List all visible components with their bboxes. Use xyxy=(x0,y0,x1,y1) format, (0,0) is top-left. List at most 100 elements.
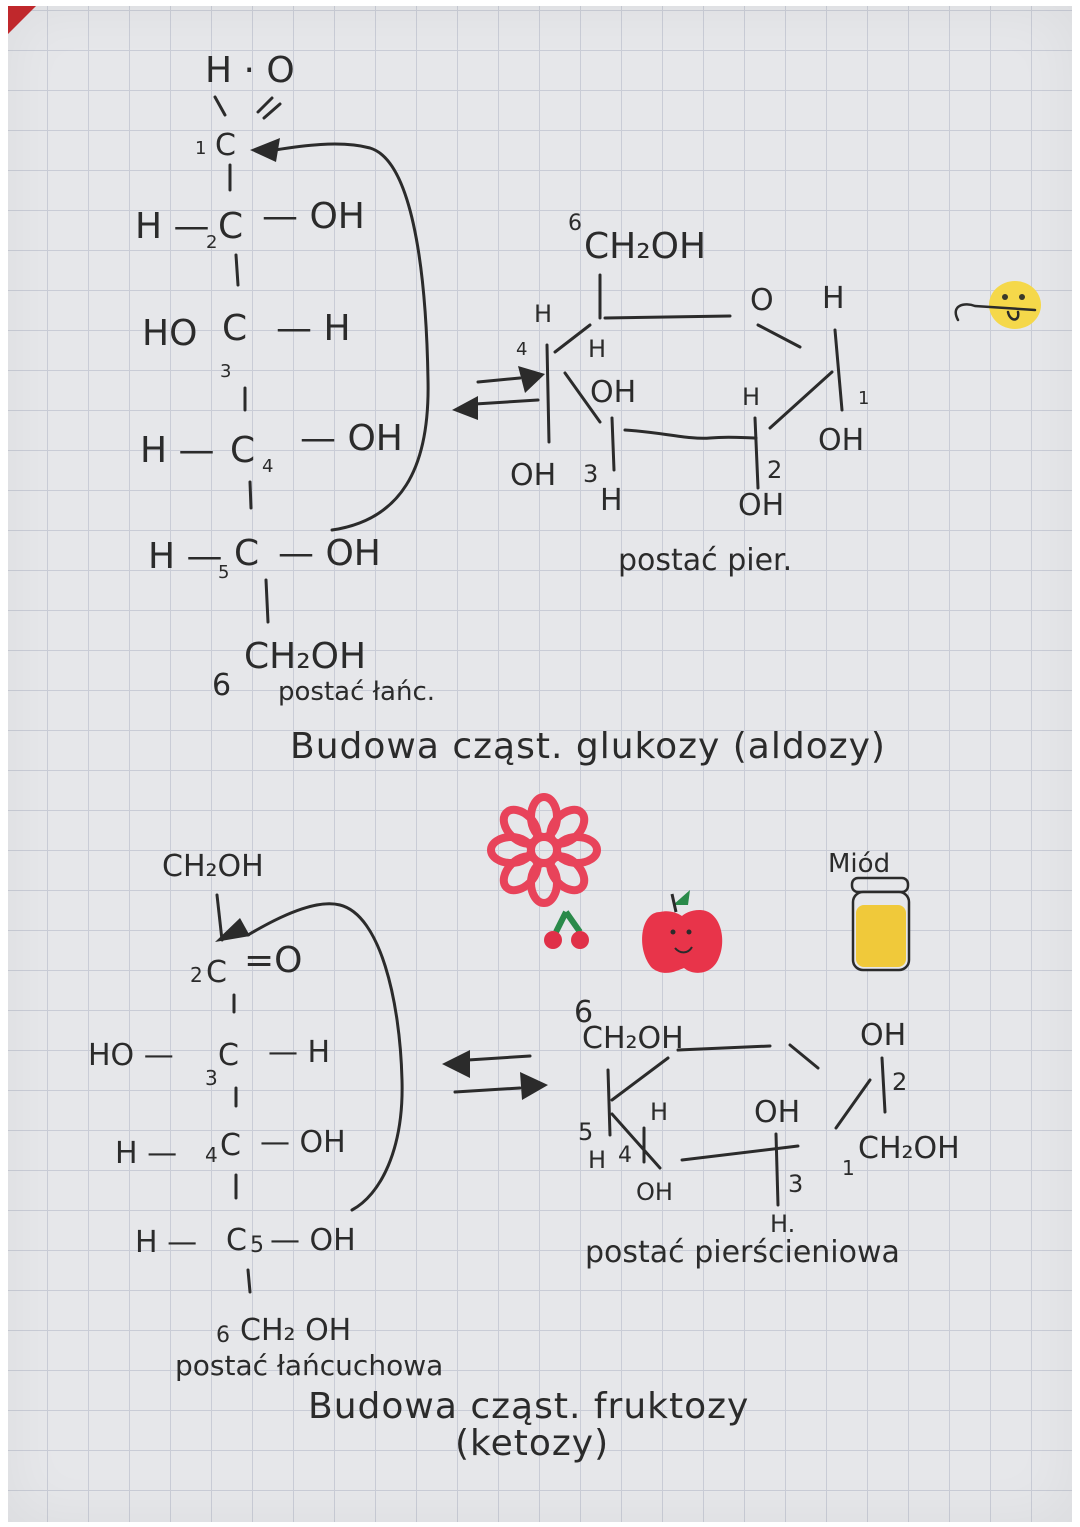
red-corner-accent xyxy=(8,6,36,34)
forward-arrow-shaft xyxy=(453,1086,522,1094)
glucose-c5-num: 5 xyxy=(218,562,229,583)
glucose-c2-left: H — xyxy=(135,206,210,247)
glucose-c4-left: H — xyxy=(140,430,215,471)
ring-bond xyxy=(680,1144,800,1162)
fructose-c5: C xyxy=(226,1223,247,1258)
glucose-c4-right: — OH xyxy=(300,418,403,459)
bond xyxy=(264,578,270,624)
double-bond xyxy=(262,102,282,120)
reverse-arrow-icon xyxy=(452,396,478,420)
fructose-equilibrium-arrows xyxy=(442,1050,548,1100)
cherry-icon xyxy=(571,931,589,949)
fructose-ring-c3-num: 3 xyxy=(788,1170,803,1198)
bond xyxy=(246,1268,252,1294)
glucose-c5-right: — OH xyxy=(278,533,381,574)
glucose-ring-c5-h: H xyxy=(588,335,606,363)
glucose-c3: C xyxy=(222,308,247,349)
fructose-c3: C xyxy=(218,1038,239,1073)
glucose-c1-num: 1 xyxy=(195,138,206,159)
bond xyxy=(610,416,616,472)
cherries-doodle xyxy=(544,910,589,949)
ring-closure-curved-arrow xyxy=(246,902,404,1212)
bond xyxy=(215,893,224,942)
glucose-c2-right: — OH xyxy=(262,196,365,237)
fructose-ring-c5-num: 5 xyxy=(578,1118,593,1146)
glucose-ring-c1-h: H xyxy=(822,281,845,316)
ring-bond xyxy=(563,371,602,424)
ring-bond xyxy=(756,323,802,349)
fructose-ring-c3-oh: OH xyxy=(754,1095,800,1130)
glucose-ring-c3-num: 3 xyxy=(583,460,598,488)
fructose-c3-right: — H xyxy=(268,1035,330,1070)
fructose-c5-left: H — xyxy=(135,1225,197,1260)
smiley-pipe-icon xyxy=(954,303,1037,322)
glucose-ring-c1-oh: OH xyxy=(818,423,864,458)
fructose-c5-num: 5 xyxy=(250,1233,264,1258)
glucose-c3-num: 3 xyxy=(220,361,231,382)
apple-eye-icon xyxy=(670,929,676,935)
bond xyxy=(213,95,227,117)
glucose-ring-c6: CH₂OH xyxy=(584,226,706,267)
fructose-ring-c4-top-h: H xyxy=(650,1098,668,1126)
bond xyxy=(833,328,844,412)
bond xyxy=(774,1132,780,1207)
fructose-c3-num: 3 xyxy=(205,1066,218,1090)
glucose-ring-c2-h: H xyxy=(742,383,760,411)
bond xyxy=(880,1056,887,1114)
arrowhead-icon xyxy=(250,138,280,162)
fructose-c4-right: — OH xyxy=(260,1125,346,1160)
apple-doodle xyxy=(642,890,723,973)
glucose-ring-c2-num: 2 xyxy=(767,456,782,484)
bond xyxy=(606,1068,612,1137)
glucose-c3-left: HO xyxy=(142,313,197,354)
fructose-ring-c1-num: 1 xyxy=(842,1156,855,1180)
glucose-ring-c3-h: H xyxy=(600,483,623,518)
smiley-eye-icon xyxy=(1002,294,1008,300)
ring-bond xyxy=(610,1112,662,1170)
fructose-ring-c6-num: 6 xyxy=(574,995,593,1030)
notebook-page xyxy=(8,6,1072,1522)
honey-jar-lid-icon xyxy=(850,876,910,894)
fructose-chain-form-label: postać łańcuchowa xyxy=(175,1349,443,1382)
ring-closure-curved-arrow xyxy=(273,142,430,532)
double-bond xyxy=(256,96,274,114)
apple-icon xyxy=(642,910,723,973)
bond xyxy=(234,253,240,287)
glucose-ring-c6-num: 6 xyxy=(568,211,582,236)
smiley-eye-icon xyxy=(1019,294,1025,300)
glucose-c6: CH₂OH xyxy=(244,636,366,677)
glucose-c2: C xyxy=(218,206,243,247)
flower-doodle xyxy=(487,793,601,907)
glucose-ring-c3-oh: OH xyxy=(590,375,636,410)
fructose-ring-c2-num: 2 xyxy=(892,1068,907,1096)
forward-arrow-icon xyxy=(520,1072,548,1100)
glucose-ring-c4-top-h: H xyxy=(534,300,552,328)
fructose-ring-c5-h: H xyxy=(588,1146,606,1174)
ring-bond xyxy=(768,370,834,430)
fructose-ring-c4-num: 4 xyxy=(618,1143,632,1168)
ring-bond xyxy=(603,314,732,320)
cherry-stem-icon xyxy=(553,910,583,934)
fructose-caption-line1: Budowa cząst. fruktozy xyxy=(308,1386,749,1427)
fructose-ring-c3-h: H. xyxy=(770,1210,795,1238)
apple-leaf-icon xyxy=(673,890,690,905)
ring-bond xyxy=(676,1044,772,1052)
ring-bond xyxy=(788,1043,820,1070)
glucose-c4: C xyxy=(230,430,255,471)
glucose-c5: C xyxy=(234,533,259,574)
fructose-c5-right: — OH xyxy=(270,1223,356,1258)
ring-bond xyxy=(553,323,592,354)
glucose-ring-c1-num: 1 xyxy=(858,388,869,409)
honey-fill-icon xyxy=(856,905,906,967)
fructose-ring-c6: CH₂OH xyxy=(582,1021,684,1056)
glucose-c2-num: 2 xyxy=(206,232,217,253)
reverse-arrow-shaft xyxy=(466,1054,532,1062)
reverse-arrow-shaft xyxy=(473,398,540,406)
glucose-c6-num: 6 xyxy=(212,668,231,703)
fructose-c6-num: 6 xyxy=(216,1323,230,1348)
fructose-ring-c2-oh: OH xyxy=(860,1018,906,1053)
glucose-ring-c4-num: 4 xyxy=(516,339,527,360)
glucose-ring-o: O xyxy=(750,283,774,318)
fructose-c3-left: HO — xyxy=(88,1038,174,1073)
